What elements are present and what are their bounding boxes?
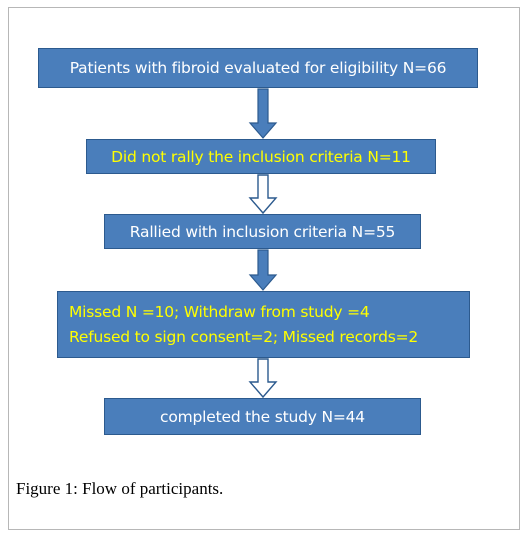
step-included-text: Rallied with inclusion criteria N=55 <box>129 222 396 241</box>
arrow-down-2 <box>248 174 278 215</box>
step-eligibility-box: Patients with fibroid evaluated for elig… <box>38 48 478 88</box>
step-losses-line-2: Refused to sign consent=2; Missed record… <box>69 327 419 346</box>
arrow-down-4 <box>248 358 278 399</box>
figure-caption-text: Flow of participants. <box>82 479 224 498</box>
step-losses-box: Missed N =10; Withdraw from study =4 Ref… <box>57 291 470 358</box>
step-excluded-box: Did not rally the inclusion criteria N=1… <box>86 139 436 174</box>
arrow-down-3 <box>248 249 278 291</box>
step-completed-box: completed the study N=44 <box>104 398 421 435</box>
step-losses-line-1: Missed N =10; Withdraw from study =4 <box>69 302 370 321</box>
step-excluded-text: Did not rally the inclusion criteria N=1… <box>111 147 411 166</box>
step-completed-text: completed the study N=44 <box>160 407 365 426</box>
figure-caption: Figure 1: Flow of participants. <box>16 479 223 499</box>
figure-caption-label: Figure 1: <box>16 479 78 498</box>
step-eligibility-text: Patients with fibroid evaluated for elig… <box>69 59 447 77</box>
arrow-down-1 <box>248 88 278 139</box>
step-included-box: Rallied with inclusion criteria N=55 <box>104 214 421 249</box>
